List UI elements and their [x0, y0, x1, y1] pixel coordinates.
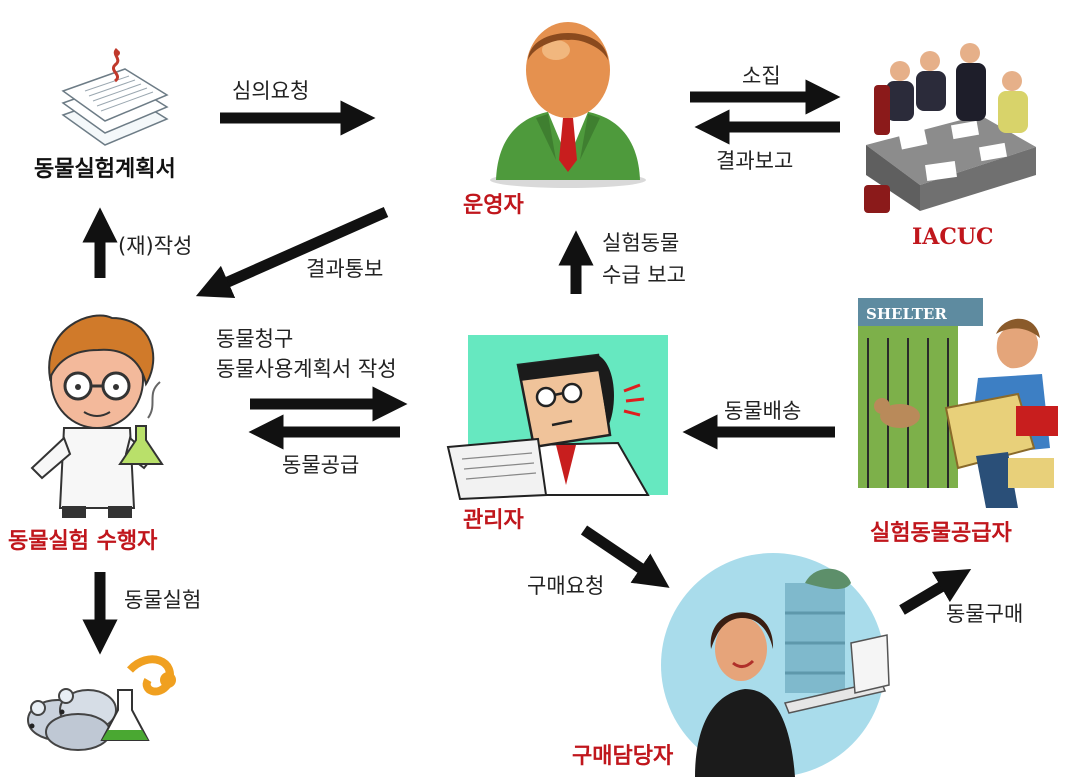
animal-experiment-label: 동물실험	[124, 588, 202, 612]
animal-request-label-line1: 동물청구	[216, 327, 294, 351]
animal-request-label-line2: 동물사용계획서 작성	[216, 357, 397, 381]
manager-figure-icon	[446, 335, 668, 501]
plan-document-label: 동물실험계획서	[34, 157, 176, 182]
animal-delivery-label: 동물배송	[724, 399, 802, 423]
arrow-purchase-request	[580, 525, 670, 588]
experimenter-label: 동물실험 수행자	[8, 529, 158, 554]
animal-supply-label: 동물공급	[282, 453, 360, 477]
purchaser-label: 구매담당자	[572, 744, 674, 769]
purchase-request-label: 구매요청	[527, 574, 605, 598]
iacuc-meeting-icon	[864, 43, 1036, 213]
supply-report-label-line1: 실험동물	[602, 231, 680, 255]
iacuc-label: IACUC	[912, 224, 994, 250]
re-write-label: (재)작성	[118, 234, 193, 258]
result-notice-label: 결과통보	[306, 257, 384, 281]
manager-label: 관리자	[463, 508, 524, 533]
supplier-label: 실험동물공급자	[870, 521, 1012, 546]
purchaser-figure-icon	[661, 553, 890, 777]
animal-purchase-label: 동물구매	[946, 602, 1024, 626]
operator-figure-icon	[490, 22, 646, 188]
convene-label: 소집	[742, 64, 781, 88]
arrow-result-notice	[195, 206, 389, 298]
operator-label: 운영자	[463, 193, 524, 218]
arrow-animal-purchase	[899, 569, 972, 615]
result-report-label: 결과보고	[716, 149, 794, 173]
supply-report-label-line2: 수급 보고	[602, 263, 686, 287]
shelter-sign: SHELTER	[866, 305, 947, 323]
experimenter-figure-icon	[30, 314, 164, 518]
supplier-shelter-icon: SHELTER	[858, 298, 1058, 508]
mice-experiment-icon	[27, 655, 176, 751]
document-stack-icon	[61, 47, 169, 146]
review-request-label: 심의요청	[232, 79, 310, 103]
